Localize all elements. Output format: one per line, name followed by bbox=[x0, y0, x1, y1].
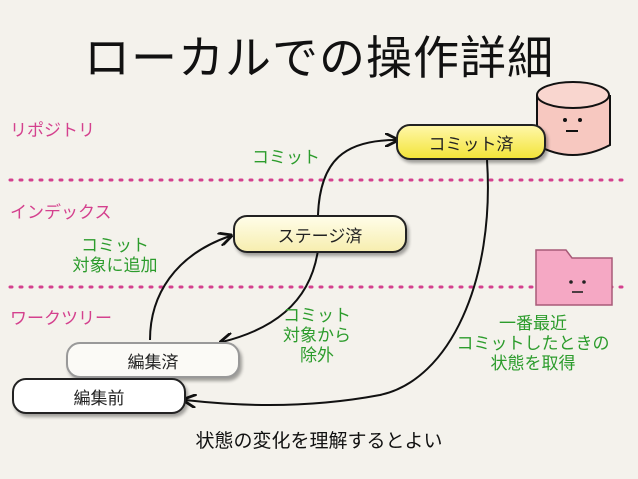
add-to-commit-line-2: 対象に追加 bbox=[72, 256, 158, 276]
state-staged: ステージ済 bbox=[233, 215, 407, 253]
action-label-commit: コミット bbox=[252, 148, 320, 168]
arrow-commit bbox=[317, 140, 396, 216]
folder-face-icon bbox=[535, 249, 613, 306]
remove-line-1: コミット bbox=[283, 306, 351, 326]
remove-line-3: 除外 bbox=[300, 346, 334, 366]
state-committed-label: コミット済 bbox=[428, 134, 514, 155]
get-latest-line-2: コミットしたときの bbox=[456, 334, 610, 354]
area-label-index: インデックス bbox=[10, 203, 112, 223]
arrow-remove-from-commit bbox=[222, 249, 319, 342]
remove-line-2: 対象から bbox=[283, 326, 351, 346]
area-label-repository: リポジトリ bbox=[10, 121, 95, 141]
action-label-remove-from-commit: コミット 対象から 除外 bbox=[262, 306, 372, 366]
action-label-add-to-commit: コミット 対象に追加 bbox=[55, 236, 175, 276]
database-cylinder-face-icon bbox=[536, 81, 611, 156]
action-label-get-latest: 一番最近 コミットしたときの 状態を取得 bbox=[428, 314, 638, 374]
state-edited-label: 編集済 bbox=[127, 352, 179, 373]
caption: 状態の変化を理解するとよい bbox=[195, 430, 443, 452]
arrow-add-to-commit bbox=[149, 236, 230, 341]
state-edited: 編集済 bbox=[66, 342, 240, 378]
arrow-get-latest bbox=[185, 159, 489, 405]
state-staged-label: ステージ済 bbox=[277, 226, 363, 247]
area-label-worktree: ワークツリー bbox=[10, 309, 112, 329]
get-latest-line-3: 状態を取得 bbox=[490, 354, 576, 374]
state-committed: コミット済 bbox=[396, 124, 546, 160]
state-before-edit-label: 編集前 bbox=[73, 388, 125, 409]
page-title: ローカルでの操作詳細 bbox=[84, 31, 554, 85]
state-before-edit: 編集前 bbox=[12, 378, 186, 414]
get-latest-line-1: 一番最近 bbox=[499, 314, 567, 334]
add-to-commit-line-1: コミット bbox=[81, 236, 149, 256]
